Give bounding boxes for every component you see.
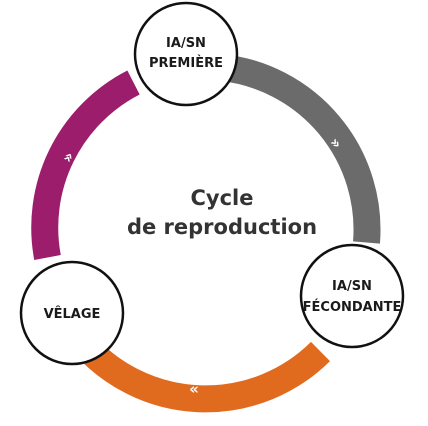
stage-label-line-2: PREMIÈRE [149, 55, 223, 71]
stage-label-line-1: IA/SN [332, 279, 372, 294]
arrow-fecondante-to-velage: « [189, 380, 199, 398]
arc-fecondante-to-velage [71, 332, 331, 413]
arc-velage-to-premiere [31, 70, 140, 260]
svg-text:«: « [189, 380, 199, 398]
stage-label-line-1: VÊLAGE [44, 306, 101, 322]
arc-premiere-to-fecondante [219, 54, 381, 244]
stage-node-ia-premiere: IA/SN PREMIÈRE [133, 1, 239, 107]
stage-node-ia-fecondante: IA/SN FÉCONDANTE [299, 243, 405, 349]
center-title: Cycle de reproduction [127, 186, 317, 239]
center-title-line-2: de reproduction [127, 215, 317, 239]
stage-label-line-1: IA/SN [166, 36, 206, 51]
stage-node-velage: VÊLAGE [19, 260, 125, 366]
center-title-line-1: Cycle [191, 186, 254, 210]
stage-label-line-2: FÉCONDANTE [303, 299, 402, 315]
